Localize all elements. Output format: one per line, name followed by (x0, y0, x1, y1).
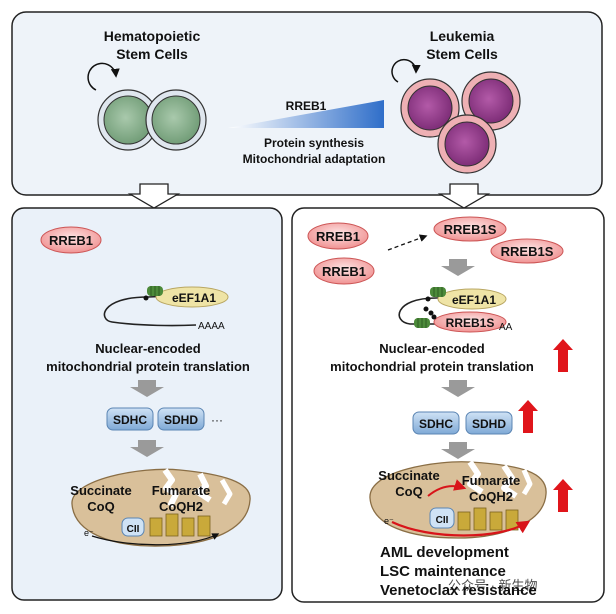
lsc-label-line1: Leukemia (430, 28, 495, 44)
outcome-aml: AML development (380, 544, 509, 561)
left-gray-arrow-1-icon (130, 380, 164, 397)
left-ellipsis: ··· (211, 413, 223, 427)
outcome-venetoclax: Venetoclax resistance (380, 582, 537, 599)
hsc-label-line2: Stem Cells (116, 46, 188, 62)
ribosome-icon (143, 286, 163, 301)
down-arrow-left-icon (127, 183, 181, 209)
rreb1-gradient-wedge (228, 100, 384, 128)
self-renewal-arrow-icon (87, 62, 120, 91)
left-fumarate: Fumarate (152, 483, 211, 498)
lsc-cells (391, 58, 521, 174)
left-rreb1-pill: RREB1 (49, 233, 93, 248)
left-translation-line2: mitochondrial protein translation (46, 359, 250, 374)
right-translation-line1: Nuclear-encoded (379, 341, 485, 356)
left-polya: AAAA (198, 321, 225, 332)
right-rreb1-pill-a: RREB1 (316, 229, 360, 244)
effect-line2: Mitochondrial adaptation (243, 152, 386, 166)
right-gray-arrow-3-icon (441, 442, 475, 459)
up-arrow-translation-icon (553, 339, 573, 372)
left-sdhc-box: SDHC (113, 413, 147, 427)
left-succinate: Succinate (70, 483, 131, 498)
hsc-cells (87, 62, 207, 151)
right-rreb1s-mrna-label: RREB1S (446, 316, 495, 330)
right-succinate: Succinate (378, 468, 439, 483)
right-translation-line2: mitochondrial protein translation (330, 359, 534, 374)
down-arrow-right-icon (437, 183, 491, 209)
left-sdhd-box: SDHD (164, 413, 198, 427)
right-coqh2: CoQH2 (469, 489, 513, 504)
gradient-label: RREB1 (286, 99, 327, 113)
right-mrna: eEF1A1 RREB1S AA (398, 287, 513, 333)
self-renewal-arrow-icon (391, 58, 421, 83)
right-cii-label: CII (436, 515, 449, 526)
left-cii-label: CII (127, 524, 140, 535)
outcome-lsc: LSC maintenance (380, 563, 506, 580)
watermark: 公众号 · 新生物 (448, 578, 538, 593)
right-rreb1s-pill-b: RREB1S (501, 244, 554, 259)
effect-line1: Protein synthesis (264, 136, 364, 150)
right-fumarate: Fumarate (462, 473, 521, 488)
ribosome-icon (414, 287, 446, 328)
left-electron-label: e⁻ (84, 528, 94, 538)
right-polya: AA (499, 322, 513, 333)
lsc-label-line2: Stem Cells (426, 46, 498, 62)
right-gray-arrow-1-icon (441, 259, 475, 276)
right-gray-arrow-2-icon (441, 380, 475, 397)
right-rreb1-pill-b: RREB1 (322, 264, 366, 279)
left-translation-line1: Nuclear-encoded (95, 341, 201, 356)
left-gray-arrow-2-icon (130, 440, 164, 457)
left-coqh2: CoQH2 (159, 499, 203, 514)
up-arrow-mito-icon (553, 479, 573, 512)
left-mitochondrion: CII e⁻ (71, 468, 251, 547)
left-coq: CoQ (87, 499, 114, 514)
right-eef1a1-label: eEF1A1 (452, 293, 496, 307)
left-eef1a1-label: eEF1A1 (172, 291, 216, 305)
right-sdhc-box: SDHC (419, 417, 453, 431)
left-mrna: eEF1A1 AAAA (103, 286, 229, 332)
right-electron-label: e⁻ (384, 516, 394, 526)
right-rreb1s-pill-a: RREB1S (444, 222, 497, 237)
right-sdhd-box: SDHD (472, 417, 506, 431)
right-coq: CoQ (395, 484, 422, 499)
hsc-label-line1: Hematopoietic (104, 28, 201, 44)
up-arrow-sdh-icon (518, 400, 538, 433)
right-mitochondrion: CII e⁻ (369, 460, 547, 539)
